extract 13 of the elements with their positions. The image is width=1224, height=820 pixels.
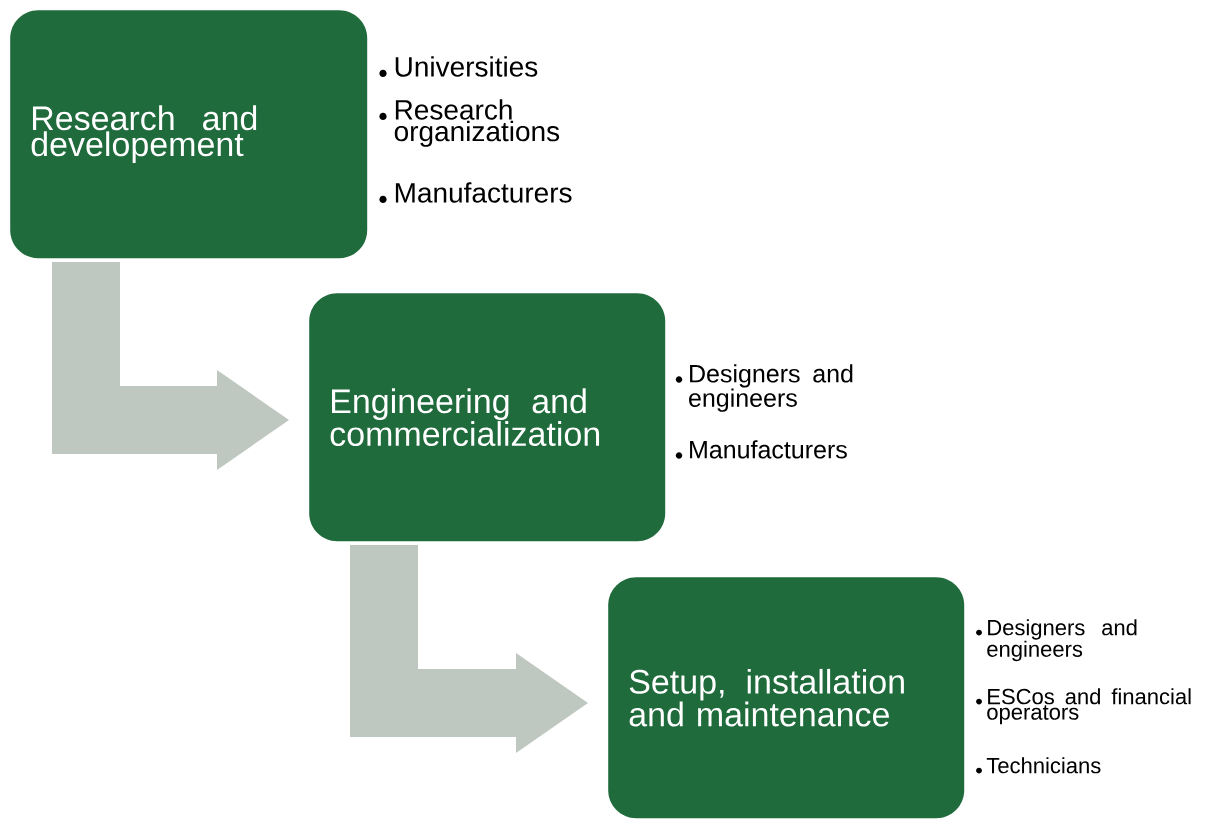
bullet-item: Designers and engineers xyxy=(976,619,1137,662)
process-box: Research and developement xyxy=(10,10,368,259)
bullet-item: Technicians xyxy=(976,757,1101,774)
process-box: Engineering and commercialization xyxy=(309,293,666,542)
bullet-item: Research organizations xyxy=(379,99,560,147)
bent-arrow xyxy=(350,545,588,753)
bullet-item: Manufacturers xyxy=(675,440,847,459)
process-box: Setup, installation and maintenance xyxy=(608,577,965,819)
bullet-item: Designers and engineers xyxy=(675,364,853,412)
bent-arrow xyxy=(52,262,289,470)
bullet-item: ESCos and financial operators xyxy=(976,688,1191,725)
bullet-item: Universities xyxy=(379,56,538,77)
bullet-item: Manufacturers xyxy=(379,182,572,203)
